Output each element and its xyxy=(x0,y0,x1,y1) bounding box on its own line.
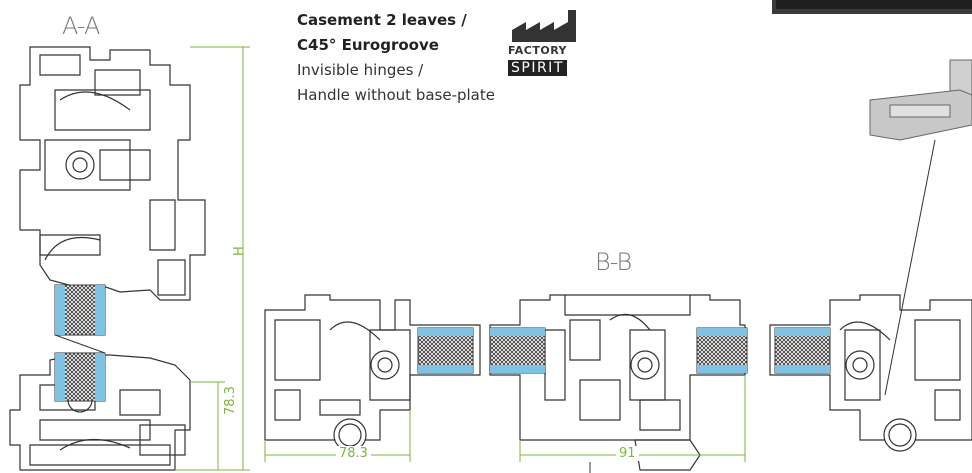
logo-spirit-text: SPIRIT xyxy=(508,60,567,76)
section-aa-drawing xyxy=(9,46,206,471)
section-bb-right xyxy=(769,294,972,452)
section-aa-label: A-A xyxy=(62,12,100,40)
section-bb-center xyxy=(489,294,746,471)
dimension-center-91: 91 xyxy=(616,446,639,461)
title-line-3: Invisible hinges / xyxy=(297,61,424,79)
aa-dimension-lines xyxy=(175,46,250,471)
title-line-4: Handle without base-plate xyxy=(297,86,495,104)
product-title: Casement 2 leaves / C45° Eurogroove Invi… xyxy=(297,8,495,108)
dimension-vertical-78: 78.3 xyxy=(223,386,238,415)
hinge-photo xyxy=(869,59,972,396)
dimension-left-78: 78.3 xyxy=(336,446,371,461)
factory-spirit-logo: FACTORY SPIRIT xyxy=(504,8,594,76)
factory-icon xyxy=(512,10,576,42)
section-bb-label: B-B xyxy=(595,248,632,276)
dimension-h: H xyxy=(232,246,247,256)
title-line-2: C45° Eurogroove xyxy=(297,36,439,54)
title-line-1: Casement 2 leaves / xyxy=(297,11,467,29)
logo-factory-text: FACTORY xyxy=(508,44,568,57)
